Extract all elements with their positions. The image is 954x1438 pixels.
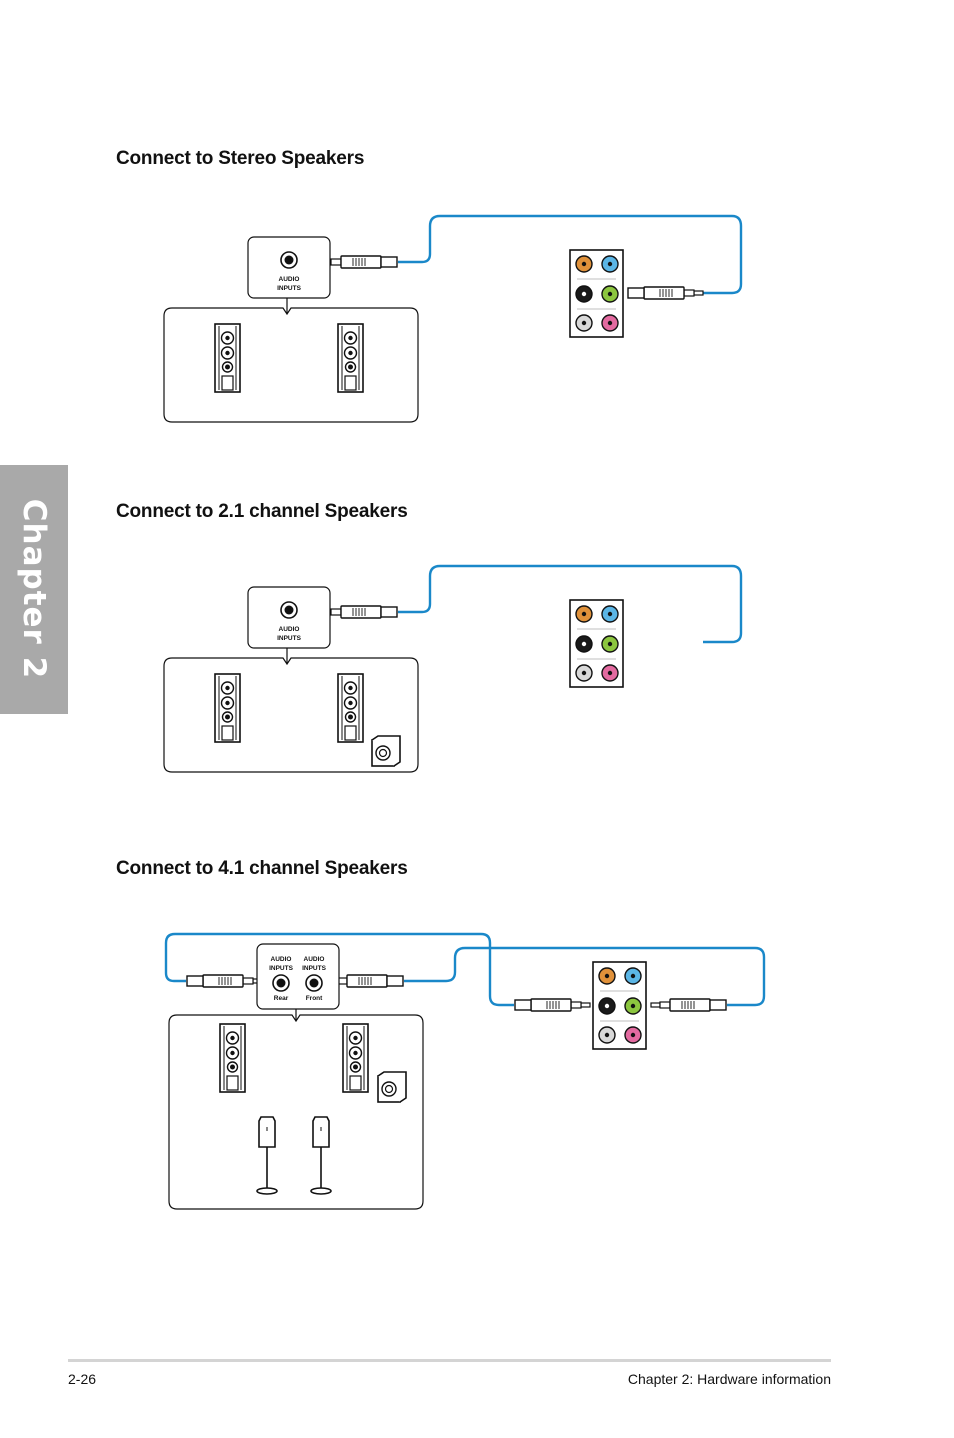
front-label-1: AUDIO bbox=[304, 956, 325, 963]
subwoofer bbox=[371, 735, 401, 767]
front-label-2: INPUTS bbox=[302, 965, 327, 972]
audio-input-jack bbox=[280, 601, 298, 619]
speaker-left bbox=[214, 323, 241, 393]
audio-input-label-1: AUDIO bbox=[279, 626, 300, 633]
stereo-cable bbox=[398, 214, 743, 295]
front-caption: Front bbox=[306, 995, 323, 1002]
speaker-right bbox=[337, 323, 364, 393]
front-cable bbox=[404, 946, 766, 1007]
channel-4-1-diagram: AUDIO INPUTS AUDIO INPUTS Rear Front bbox=[164, 932, 766, 1210]
channel-4-1-io-panel bbox=[592, 961, 647, 1050]
audio-input-jack bbox=[280, 251, 298, 269]
stereo-diagram: AUDIO INPUTS bbox=[163, 214, 743, 423]
channel-2-1-plug-speaker bbox=[321, 605, 398, 619]
audio-input-label-2: INPUTS bbox=[277, 285, 302, 292]
rear-caption: Rear bbox=[274, 995, 289, 1002]
channel-2-1-cable bbox=[398, 564, 743, 644]
stereo-speaker-box bbox=[163, 307, 419, 423]
channel-2-1-diagram: AUDIO INPUTS bbox=[163, 564, 743, 773]
front-speaker-right bbox=[342, 1023, 369, 1093]
rear-label-2: INPUTS bbox=[269, 965, 294, 972]
footer-chapter: Chapter 2: Hardware information bbox=[627, 1371, 831, 1387]
section-title-4-1: Connect to 4.1 channel Speakers bbox=[116, 858, 408, 879]
stereo-plug-panel bbox=[628, 287, 703, 299]
rear-cable bbox=[164, 932, 514, 1007]
stereo-io-panel bbox=[569, 249, 624, 338]
speaker-right bbox=[337, 673, 364, 743]
subwoofer bbox=[377, 1071, 407, 1103]
section-title-stereo: Connect to Stereo Speakers bbox=[116, 148, 365, 169]
panel-plug-right bbox=[650, 998, 727, 1012]
audio-input-label-2: INPUTS bbox=[277, 635, 302, 642]
panel-plug-left bbox=[515, 999, 590, 1011]
rear-label-1: AUDIO bbox=[271, 956, 292, 963]
stereo-plug-speaker bbox=[321, 255, 398, 269]
channel-4-1-speaker-box bbox=[168, 1014, 424, 1210]
rear-plug bbox=[187, 975, 262, 987]
speaker-left bbox=[214, 673, 241, 743]
section-title-2-1: Connect to 2.1 channel Speakers bbox=[116, 501, 408, 522]
channel-2-1-io-panel bbox=[569, 599, 624, 688]
channel-4-1-input-box bbox=[256, 943, 340, 1010]
rear-input-jack bbox=[272, 974, 290, 992]
front-speaker-left bbox=[219, 1023, 246, 1093]
audio-input-label-1: AUDIO bbox=[279, 276, 300, 283]
footer-rule bbox=[68, 1359, 831, 1362]
chapter-tab: Chapter 2 bbox=[0, 465, 68, 714]
page-number: 2-26 bbox=[68, 1371, 97, 1387]
front-input-jack bbox=[305, 974, 323, 992]
